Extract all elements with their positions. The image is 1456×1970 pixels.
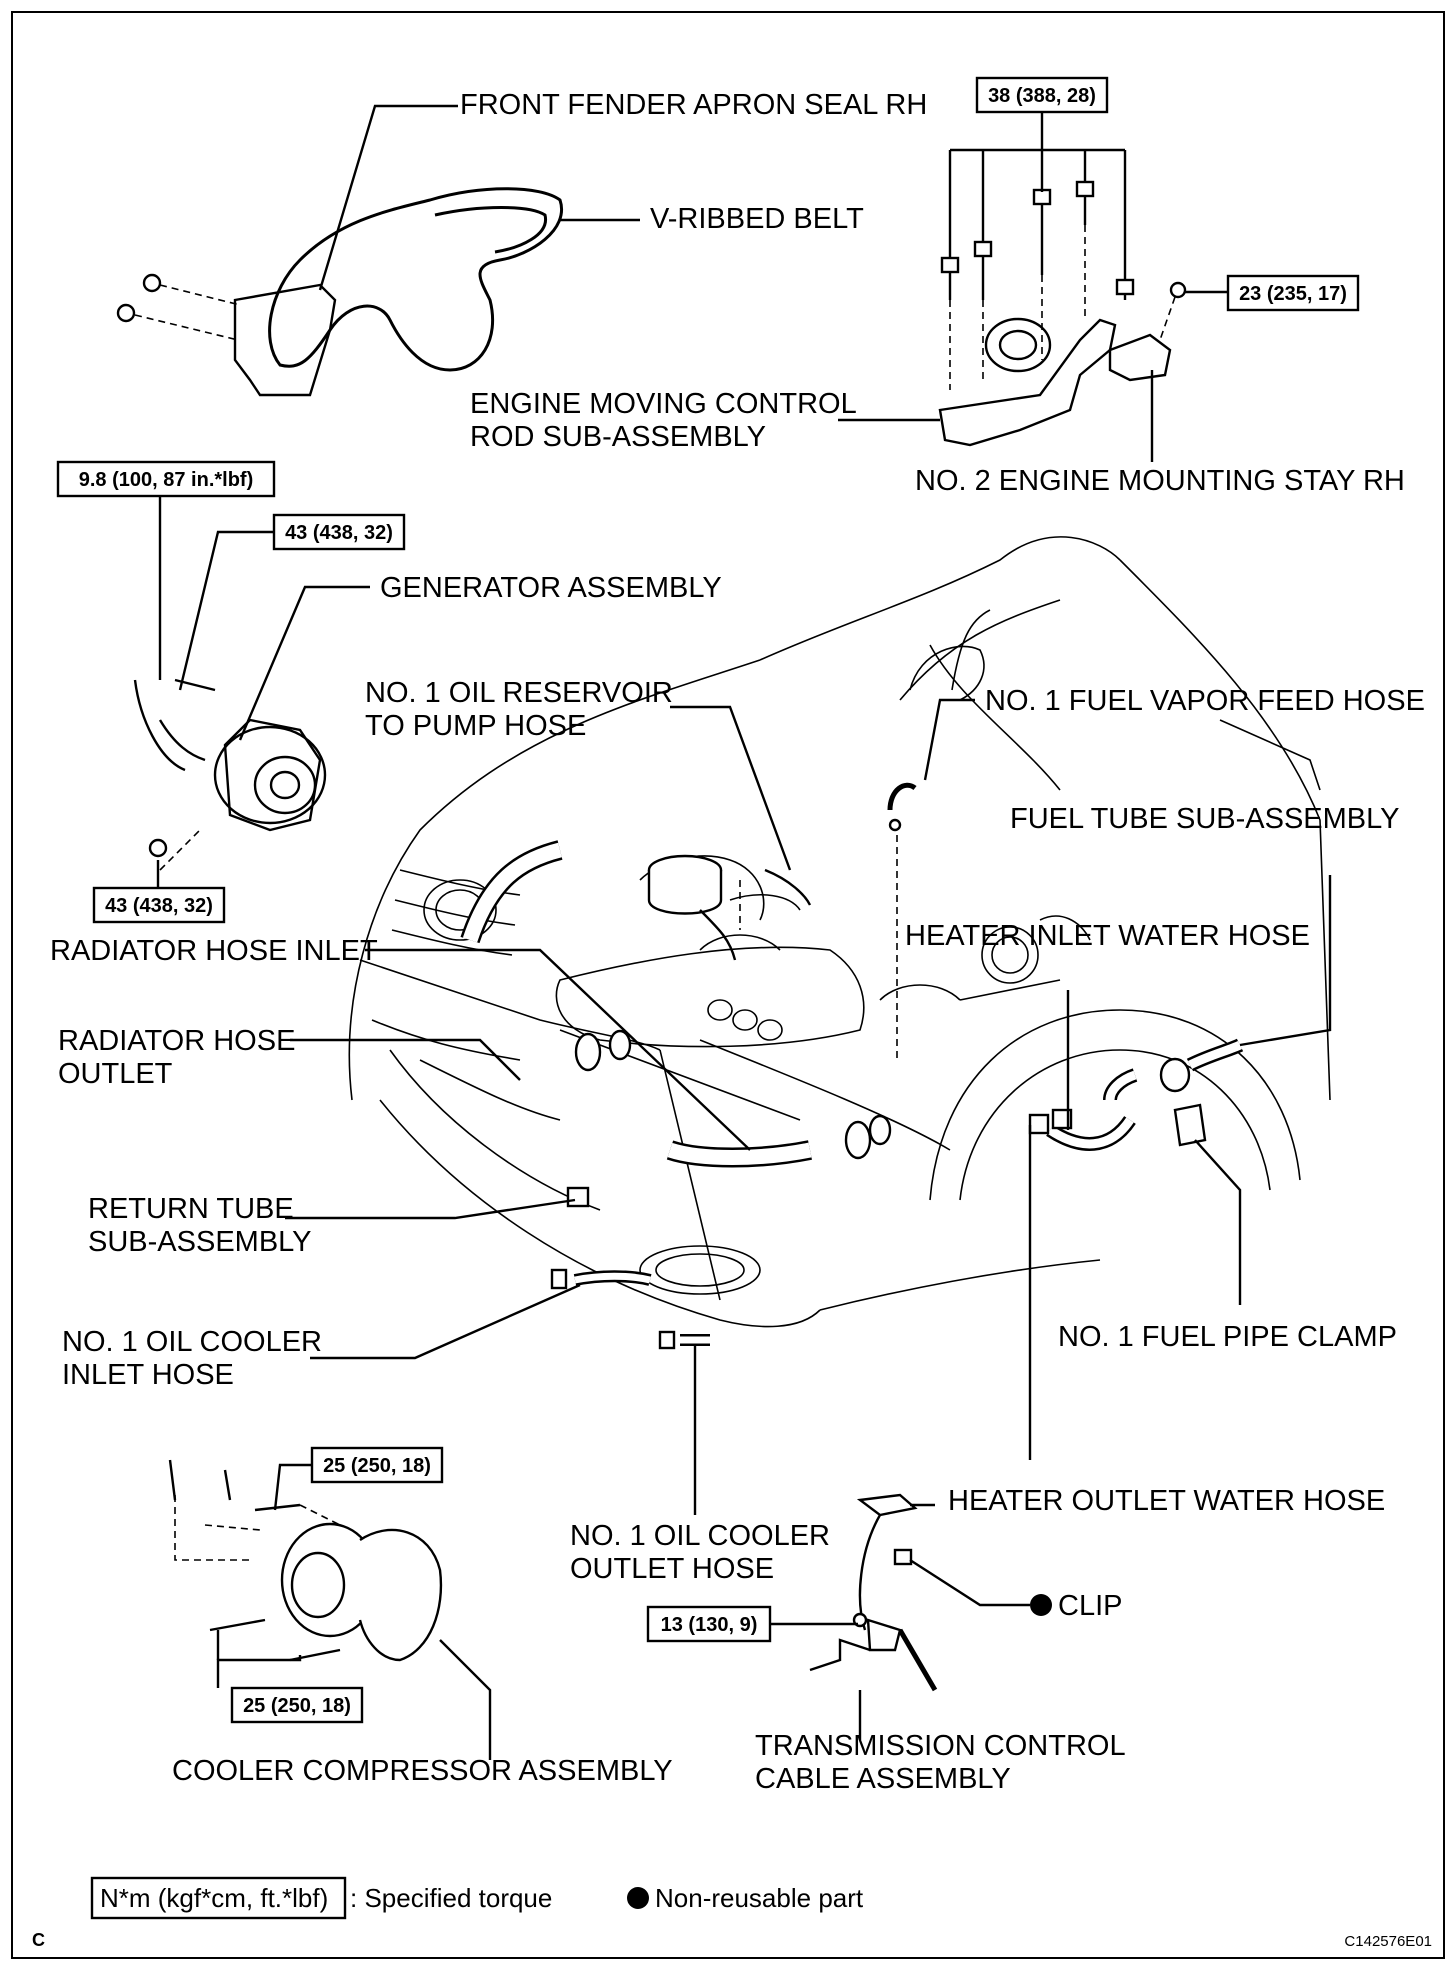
label-heater-inlet-water-hose: HEATER INLET WATER HOSE [905, 920, 1310, 952]
torque-generator-lower-text: 43 (438, 32) [105, 895, 213, 917]
torque-box-rod-bolts: 38 (388, 28) [975, 76, 1109, 114]
label-engine-moving-control-rod-line2: ROD SUB-ASSEMBLY [470, 421, 766, 453]
radiator-hoses-part [460, 840, 892, 1168]
torque-stay-nut-text: 23 (235, 17) [1239, 283, 1347, 305]
label-radiator-hose-inlet: RADIATOR HOSE INLET [50, 935, 378, 967]
leader-lines [156, 104, 1332, 1760]
torque-compressor-upper-text: 25 (250, 18) [323, 1455, 431, 1477]
fuel-vapor-feed-hose-part [887, 782, 917, 1060]
label-return-tube-line2: SUB-ASSEMBLY [88, 1226, 311, 1258]
label-no1-fuel-vapor-feed-hose: NO. 1 FUEL VAPOR FEED HOSE [985, 685, 1425, 717]
v-ribbed-belt-part [268, 187, 564, 372]
non-reusable-marker-clip [1030, 1594, 1052, 1616]
transmission-control-cable-part [809, 1493, 938, 1692]
label-cooler-compressor-assembly: COOLER COMPRESSOR ASSEMBLY [172, 1755, 673, 1787]
label-oil-cooler-outlet-line1: NO. 1 OIL COOLER [570, 1520, 830, 1552]
label-front-fender-apron-seal: FRONT FENDER APRON SEAL RH [460, 89, 927, 121]
label-engine-moving-control-rod-line1: ENGINE MOVING CONTROL [470, 388, 857, 420]
legend-torque-description: : Specified torque [350, 1883, 552, 1913]
engine-mounting-stay-part [1108, 281, 1187, 382]
torque-box-compressor-lower: 25 (250, 18) [230, 1686, 364, 1724]
oil-reservoir-part [647, 854, 812, 961]
footer-code: C142576E01 [1344, 1933, 1432, 1950]
torque-box-generator-lower: 43 (438, 32) [92, 886, 226, 924]
label-radiator-hose-outlet-line1: RADIATOR HOSE [58, 1025, 295, 1057]
non-reusable-legend-dot [627, 1887, 649, 1909]
label-radiator-hose-outlet-line2: OUTLET [58, 1058, 173, 1090]
label-oil-reservoir-line1: NO. 1 OIL RESERVOIR [365, 677, 673, 709]
label-v-ribbed-belt: V-RIBBED BELT [650, 203, 864, 235]
page-border [11, 11, 1445, 1959]
legend: N*m (kgf*cm, ft.*lbf) : Specified torque… [90, 1876, 864, 1920]
label-transmission-control-cable-line1: TRANSMISSION CONTROL [755, 1730, 1126, 1762]
legend-torque-unit: N*m (kgf*cm, ft.*lbf) [100, 1883, 328, 1913]
label-no1-fuel-pipe-clamp: NO. 1 FUEL PIPE CLAMP [1058, 1321, 1397, 1353]
fender-apron-seal-part [116, 273, 337, 397]
heater-hoses-part [1028, 1038, 1244, 1151]
label-generator-assembly: GENERATOR ASSEMBLY [380, 572, 722, 604]
footer-letter: C [32, 1930, 45, 1950]
label-transmission-control-cable-line2: CABLE ASSEMBLY [755, 1763, 1011, 1795]
label-oil-cooler-outlet-line2: OUTLET HOSE [570, 1553, 774, 1585]
oil-cooler-hoses-part [550, 1186, 710, 1350]
generator-part [133, 678, 327, 871]
legend-non-reusable: Non-reusable part [655, 1883, 864, 1913]
torque-box-generator-terminal: 9.8 (100, 87 in.*lbf) [56, 460, 276, 498]
torque-rod-bolts-text: 38 (388, 28) [988, 85, 1096, 107]
label-oil-cooler-inlet-line2: INLET HOSE [62, 1359, 234, 1391]
torque-generator-terminal-text: 9.8 (100, 87 in.*lbf) [79, 469, 254, 491]
cooler-compressor-part [168, 1459, 443, 1662]
engine-moving-control-rod-part [938, 180, 1135, 447]
label-no2-engine-mounting-stay: NO. 2 ENGINE MOUNTING STAY RH [915, 465, 1405, 497]
label-heater-outlet-water-hose: HEATER OUTLET WATER HOSE [948, 1485, 1385, 1517]
torque-box-stay-nut: 23 (235, 17) [1226, 274, 1360, 312]
torque-box-generator-upper: 43 (438, 32) [272, 513, 406, 551]
torque-box-cable-nut: 13 (130, 9) [646, 1605, 772, 1643]
label-oil-cooler-inlet-line1: NO. 1 OIL COOLER [62, 1326, 322, 1358]
label-oil-reservoir-line2: TO PUMP HOSE [365, 710, 586, 742]
torque-compressor-lower-text: 25 (250, 18) [243, 1695, 351, 1717]
torque-box-compressor-upper: 25 (250, 18) [310, 1446, 444, 1484]
torque-cable-nut-text: 13 (130, 9) [661, 1614, 758, 1636]
torque-generator-upper-text: 43 (438, 32) [285, 522, 393, 544]
label-return-tube-line1: RETURN TUBE [88, 1193, 294, 1225]
label-clip: CLIP [1058, 1590, 1122, 1622]
label-fuel-tube-sub-assembly: FUEL TUBE SUB-ASSEMBLY [1010, 803, 1399, 835]
